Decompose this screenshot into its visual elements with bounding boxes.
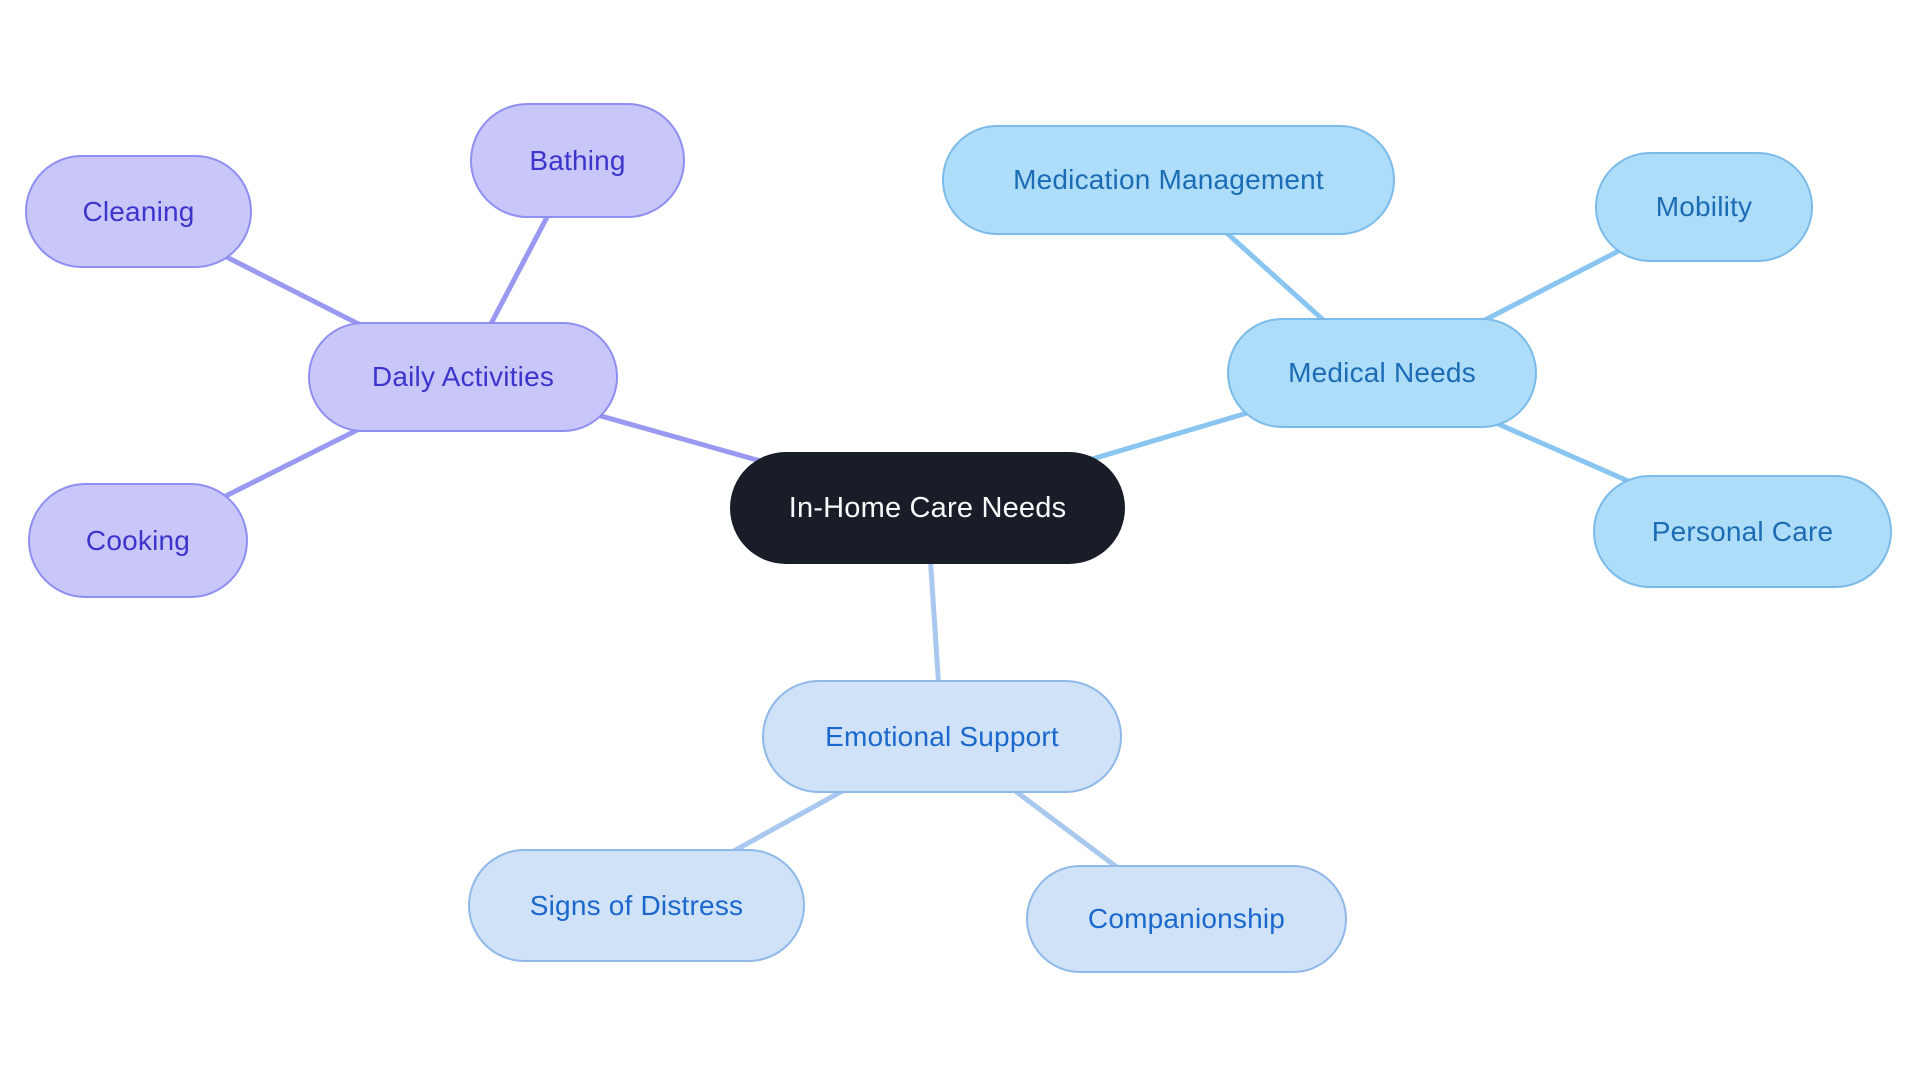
node-bathing[interactable]: Bathing	[470, 103, 685, 218]
node-personal-care[interactable]: Personal Care	[1593, 475, 1892, 588]
node-cooking[interactable]: Cooking	[28, 483, 248, 598]
node-mobility[interactable]: Mobility	[1595, 152, 1813, 262]
node-in-home-care-needs[interactable]: In-Home Care Needs	[730, 452, 1125, 564]
node-cleaning[interactable]: Cleaning	[25, 155, 252, 268]
node-medical-needs[interactable]: Medical Needs	[1227, 318, 1537, 428]
node-medication-management[interactable]: Medication Management	[942, 125, 1395, 235]
node-signs-of-distress[interactable]: Signs of Distress	[468, 849, 805, 962]
node-emotional-support[interactable]: Emotional Support	[762, 680, 1122, 793]
node-companionship[interactable]: Companionship	[1026, 865, 1347, 973]
node-daily-activities[interactable]: Daily Activities	[308, 322, 618, 432]
